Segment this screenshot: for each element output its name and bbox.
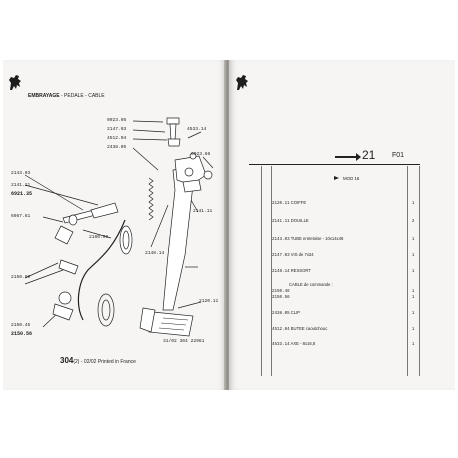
part-label: 0923.05	[107, 118, 127, 123]
table-row: 4533.14 AXE - 8x16,8	[272, 341, 316, 347]
part-label: 2150.90	[11, 275, 31, 280]
part-label: 2150.56	[11, 331, 33, 337]
section-title-sub: - PEDALE - CABLE	[60, 93, 105, 99]
part-label: 4512.04	[107, 136, 127, 141]
footer-page-number: 304	[60, 356, 74, 365]
pedal-exploded-diagram	[24, 117, 214, 337]
part-label: 4533.14	[187, 127, 207, 132]
table-row: 2141.11 DOUILLE	[272, 218, 309, 224]
row-qty: 1	[412, 310, 415, 315]
table-row: 2150.56	[272, 296, 290, 300]
part-label: 2141.11	[193, 209, 213, 214]
row-qty: 1	[412, 268, 415, 273]
row-qty: 1	[412, 200, 415, 205]
row-qty: 1	[412, 341, 415, 346]
part-label: 6967.61	[11, 214, 31, 219]
table-row: 2438.05 CLIP	[272, 310, 301, 316]
lion-logo-icon	[9, 75, 21, 90]
part-label: 6923.66	[191, 152, 211, 157]
part-label: 2160.09	[89, 235, 109, 240]
part-label: 2141.11	[11, 183, 31, 188]
row-qty: 1	[412, 294, 415, 299]
part-label: 2147.03	[107, 127, 127, 132]
footer-text: (2) - 02/02 Printed in France	[73, 359, 136, 365]
row-qty: 1	[412, 252, 415, 257]
book-gutter	[224, 60, 231, 390]
table-row: CABLE de commande :	[289, 282, 333, 287]
catalog-book: EMBRAYAGE - PEDALE - CABLE	[3, 60, 455, 390]
section-title: EMBRAYAGE - PEDALE - CABLE	[28, 94, 105, 99]
page-arrow-icon	[335, 153, 361, 161]
part-label: 6921.35	[11, 191, 33, 197]
reference-column	[249, 166, 261, 376]
row-qty: 2	[412, 218, 415, 223]
part-label: 2150.45	[11, 323, 31, 328]
right-page	[229, 60, 455, 390]
model-header: MOD 16	[333, 176, 360, 181]
part-label: 2438.05	[107, 145, 127, 150]
lion-logo-icon	[236, 75, 248, 90]
part-label: 2148.14	[145, 251, 165, 256]
part-label: 2120.11	[199, 299, 219, 304]
diagram-ref: 31/02 304 22961	[163, 339, 205, 344]
table-row: 2147.03 VIS de 7x34	[272, 252, 314, 258]
table-top-rule	[249, 164, 420, 165]
table-row: 2150.46	[272, 290, 290, 294]
row-qty: 1	[412, 236, 415, 241]
row-qty: 1	[412, 288, 415, 293]
section-title-main: EMBRAYAGE	[28, 93, 60, 99]
left-page: EMBRAYAGE - PEDALE - CABLE	[3, 60, 226, 390]
table-row: 4512.04 BUTEE caoutchouc	[272, 326, 328, 332]
catalog-page-number: 21	[362, 148, 376, 162]
page-footer: 304(2) - 02/02 Printed in France	[60, 357, 136, 365]
part-label: 2143.03	[11, 171, 31, 176]
row-qty: 1	[412, 326, 415, 331]
table-row: 2120.11 COIFFE	[272, 200, 307, 206]
section-code: F01	[392, 152, 405, 159]
parts-table: MOD 16 2120.11 COIFFE 1 2141.11 DOUILLE …	[249, 166, 420, 376]
table-row: 2143.03 TUBE entretoise - 10x14x48	[272, 236, 344, 242]
table-row: 2148.14 RESSORT	[272, 268, 311, 274]
